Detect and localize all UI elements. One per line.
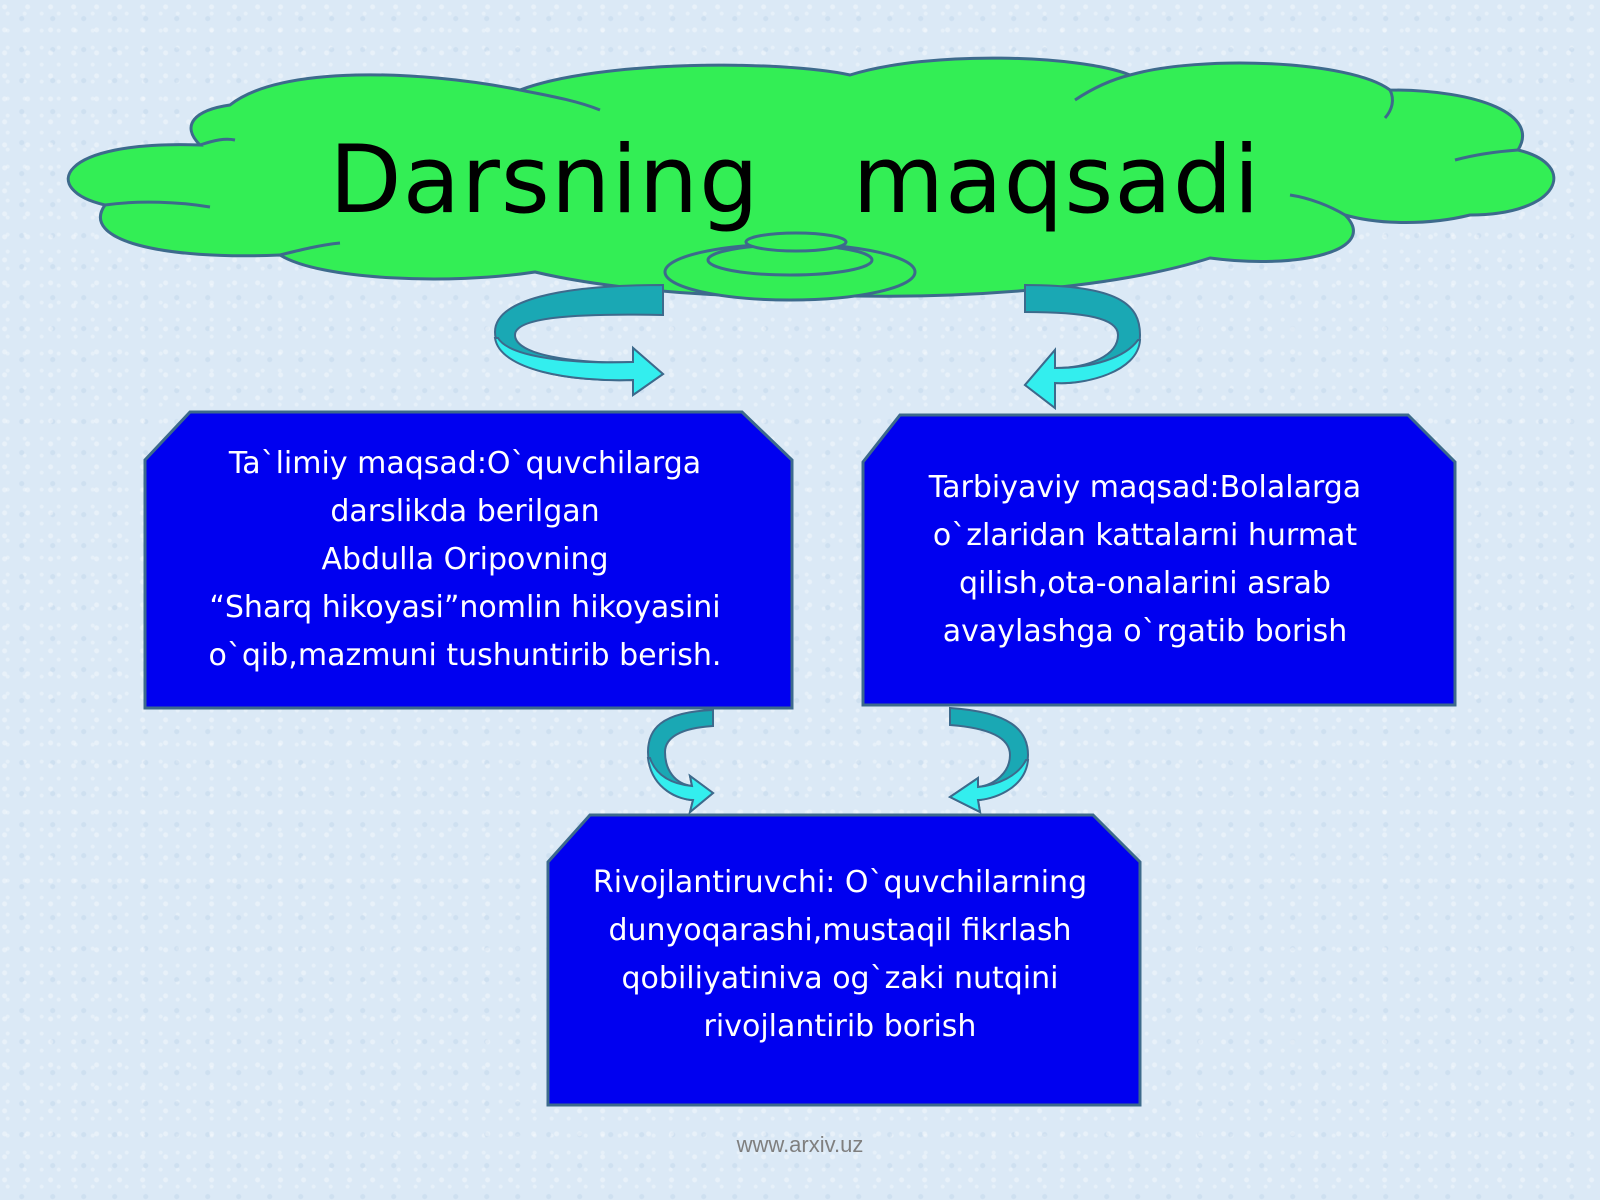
curved-arrow-left-bottom xyxy=(646,708,715,815)
title-cloud xyxy=(66,56,1556,302)
box-talimiy-text: Ta`limiy maqsad:O`quvchilarga darslikda … xyxy=(208,446,722,673)
page-title: Darsning maqsadi xyxy=(329,125,1261,235)
box-rivojlantiruvchi-text: Rivojlantiruvchi: O`quvchilarning dunyoq… xyxy=(592,865,1088,1044)
curved-arrow-right-top xyxy=(1023,283,1142,411)
box-tarbiyaviy-text: Tarbiyaviy maqsad:Bolalarga o`zlaridan k… xyxy=(928,470,1362,649)
curved-arrow-right-bottom xyxy=(948,706,1030,814)
box-talimiy xyxy=(143,410,794,710)
box-tarbiyaviy xyxy=(861,413,1457,707)
footer-source: www.arxiv.uz xyxy=(736,1132,864,1157)
curved-arrow-left-top xyxy=(493,283,665,397)
box-rivojlantiruvchi xyxy=(546,813,1142,1107)
